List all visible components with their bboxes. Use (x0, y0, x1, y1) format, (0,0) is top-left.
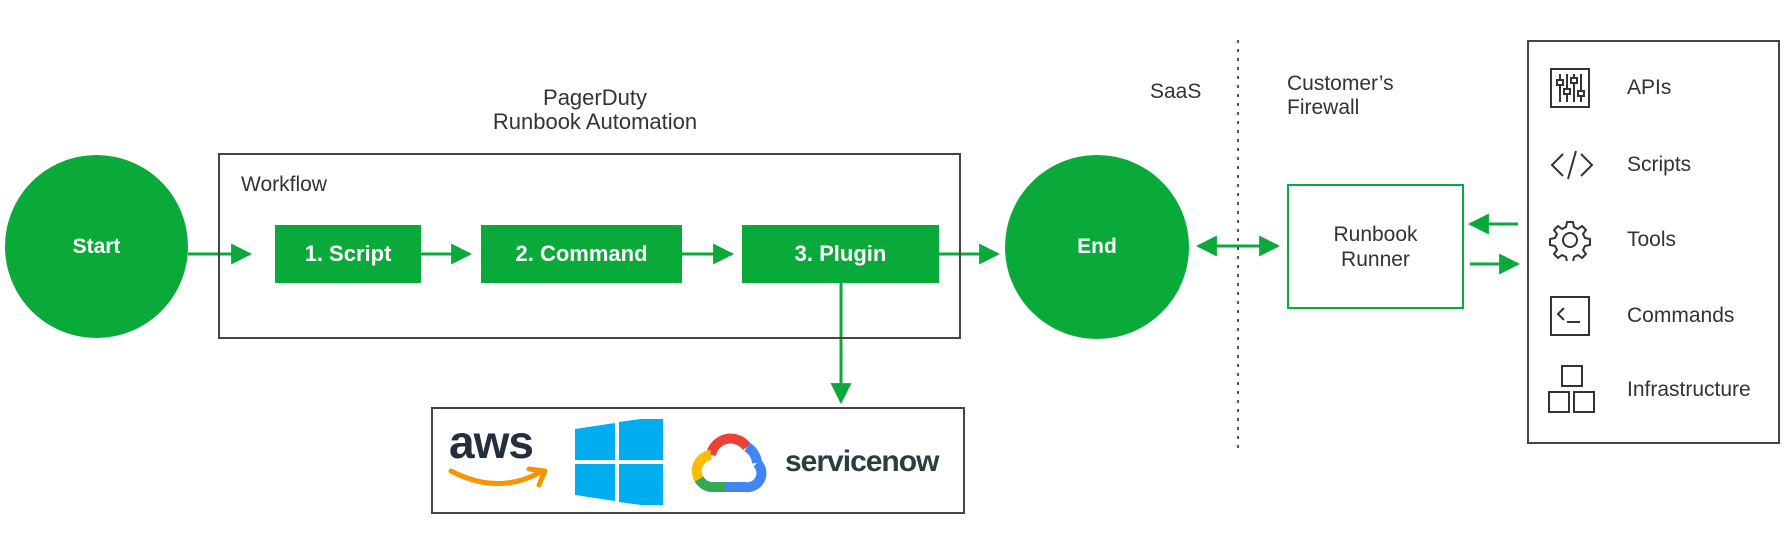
runner-line-2: Runner (1341, 247, 1410, 271)
resource-infrastructure-label: Infrastructure (1627, 378, 1751, 401)
resource-apis: APIs (1549, 66, 1769, 110)
google-cloud-logo (691, 433, 767, 493)
step-command-label: 2. Command (515, 241, 648, 266)
gear-icon (1549, 221, 1591, 261)
start-label: Start (72, 234, 121, 258)
title-line-2: Runbook Automation (492, 109, 698, 134)
saas-label: SaaS (1150, 80, 1202, 103)
resource-commands-label: Commands (1627, 304, 1735, 327)
firewall-label-line-1: Customer’s (1287, 72, 1394, 95)
resources-panel: APIs Scripts Tools Commands Inf (1527, 40, 1780, 444)
firewall-label: Customer’s Firewall (1287, 72, 1394, 120)
resource-tools: Tools (1549, 218, 1769, 262)
step-plugin: 3. Plugin (742, 225, 939, 283)
resource-tools-label: Tools (1627, 228, 1677, 251)
sliders-icon (1550, 68, 1590, 108)
resource-scripts: Scripts (1549, 143, 1769, 187)
step-script: 1. Script (275, 225, 421, 283)
terminal-icon (1550, 296, 1590, 336)
aws-smile-icon (448, 466, 548, 488)
aws-logo-text: aws (449, 416, 534, 468)
aws-logo: aws (447, 417, 551, 497)
workflow-container (218, 153, 961, 339)
code-icon (1550, 150, 1594, 180)
runbook-runner: Runbook Runner (1287, 184, 1464, 309)
step-script-label: 1. Script (304, 241, 392, 266)
resource-apis-label: APIs (1627, 76, 1672, 99)
windows-logo (575, 419, 663, 505)
boxes-icon (1548, 365, 1595, 413)
firewall-label-line-2: Firewall (1287, 96, 1360, 119)
resource-infrastructure: Infrastructure (1545, 362, 1765, 418)
resource-commands: Commands (1549, 294, 1769, 338)
servicenow-logo: servicenow (785, 445, 939, 478)
runner-line-1: Runbook (1333, 222, 1418, 246)
title-line-1: PagerDuty (543, 85, 647, 110)
end-node: End (1005, 155, 1189, 339)
diagram-title: PagerDuty Runbook Automation (460, 86, 730, 134)
plugin-logos: aws servicenow (431, 407, 965, 514)
resource-scripts-label: Scripts (1627, 153, 1692, 176)
end-label: End (1077, 235, 1117, 258)
workflow-label: Workflow (241, 173, 327, 196)
step-command: 2. Command (481, 225, 682, 283)
start-node: Start (5, 155, 188, 338)
step-plugin-label: 3. Plugin (794, 241, 887, 266)
